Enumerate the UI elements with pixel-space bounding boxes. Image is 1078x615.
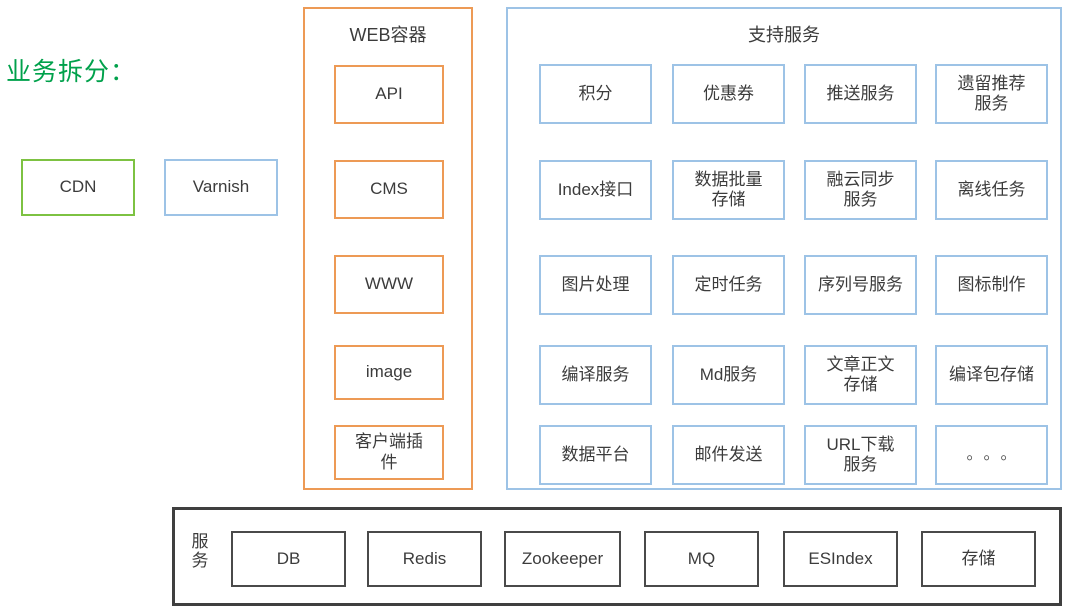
support-node-item-3-3[interactable]: 编译包存储 — [935, 345, 1048, 405]
support-node-url[interactable]: URL下载服务 — [804, 425, 917, 485]
service-node-esindex[interactable]: ESIndex — [783, 531, 898, 587]
support-node-item-0-2[interactable]: 推送服务 — [804, 64, 917, 124]
web-node-item-4[interactable]: 客户端插件 — [334, 425, 444, 480]
service-node-item-5[interactable]: 存储 — [921, 531, 1036, 587]
service-bar-vertical-label: 服务 — [191, 532, 209, 571]
edge-node-cdn[interactable]: CDN — [21, 159, 135, 216]
support-node-item-1-2[interactable]: 融云同步服务 — [804, 160, 917, 220]
support-services-title: 支持服务 — [748, 25, 820, 45]
support-node-item-0-1[interactable]: 优惠券 — [672, 64, 785, 124]
service-node-mq[interactable]: MQ — [644, 531, 759, 587]
support-node-item-2-3[interactable]: 图标制作 — [935, 255, 1048, 315]
ellipsis-icon: 。。。 — [966, 445, 1026, 463]
web-node-api[interactable]: API — [334, 65, 444, 124]
service-bar-panel: 服务 DB Redis Zookeeper MQ ESIndex 存储 — [172, 507, 1062, 606]
support-node-index[interactable]: Index接口 — [539, 160, 652, 220]
support-node-item-2-0[interactable]: 图片处理 — [539, 255, 652, 315]
page-title: 业务拆分： — [6, 58, 137, 86]
support-node-item-1-3[interactable]: 离线任务 — [935, 160, 1048, 220]
support-node-item-0-3[interactable]: 遗留推荐服务 — [935, 64, 1048, 124]
service-node-zookeeper[interactable]: Zookeeper — [504, 531, 621, 587]
web-container-panel: WEB容器 API CMS WWW image 客户端插件 — [303, 7, 473, 490]
support-node-item-3-0[interactable]: 编译服务 — [539, 345, 652, 405]
support-node-item-4-3[interactable]: 。。。 — [935, 425, 1048, 485]
web-node-image[interactable]: image — [334, 345, 444, 400]
web-node-www[interactable]: WWW — [334, 255, 444, 314]
support-node-item-4-1[interactable]: 邮件发送 — [672, 425, 785, 485]
support-node-item-0-0[interactable]: 积分 — [539, 64, 652, 124]
service-node-db[interactable]: DB — [231, 531, 346, 587]
support-node-md[interactable]: Md服务 — [672, 345, 785, 405]
edge-node-varnish[interactable]: Varnish — [164, 159, 278, 216]
support-node-item-2-2[interactable]: 序列号服务 — [804, 255, 917, 315]
support-node-item-3-2[interactable]: 文章正文存储 — [804, 345, 917, 405]
web-node-cms[interactable]: CMS — [334, 160, 444, 219]
support-node-item-1-1[interactable]: 数据批量存储 — [672, 160, 785, 220]
service-node-redis[interactable]: Redis — [367, 531, 482, 587]
support-node-item-2-1[interactable]: 定时任务 — [672, 255, 785, 315]
support-node-item-4-0[interactable]: 数据平台 — [539, 425, 652, 485]
web-container-title: WEB容器 — [349, 25, 427, 45]
support-services-panel: 支持服务 积分优惠券推送服务遗留推荐服务 Index接口数据批量存储融云同步服务离… — [506, 7, 1062, 490]
